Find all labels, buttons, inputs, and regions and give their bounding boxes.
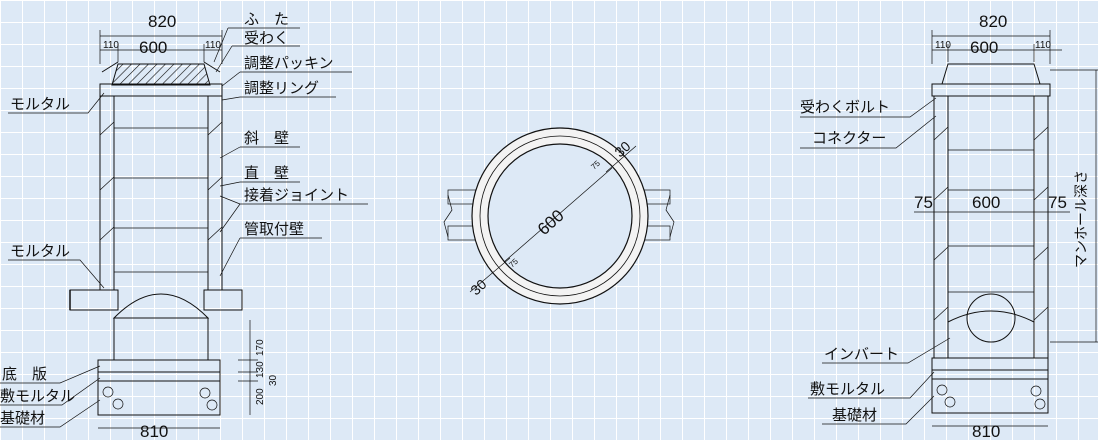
dim-170: 170	[255, 339, 266, 356]
label-futa: ふ た	[244, 10, 289, 28]
label-shiki-mortar: 敷モルタル	[0, 387, 75, 405]
right-dim-wall-left-75: 75	[914, 193, 933, 212]
label-mortar-mid: モルタル	[10, 242, 70, 260]
label-right-shiki-mortar: 敷モルタル	[810, 380, 885, 398]
right-left-wall	[933, 95, 949, 359]
right-dim-outer-820: 820	[979, 12, 1007, 31]
label-connector: コネクター	[812, 129, 886, 147]
label-ring: 調整リング	[244, 79, 319, 97]
dim-bottom-810: 810	[140, 422, 168, 441]
left-section-view: 820 600 110 110 810 170 130 30 200 ふ た 受…	[0, 10, 368, 441]
dim-edge-right-110: 110	[205, 40, 221, 51]
dim-130: 130	[255, 361, 266, 378]
right-dim-mid-600: 600	[972, 193, 1000, 212]
label-chokuheki: 直 壁	[244, 164, 289, 182]
right-dim-wall-right-75: 75	[1048, 193, 1067, 212]
label-depth: マンホール深さ	[1074, 170, 1090, 268]
right-dim-edge-left: 110	[935, 40, 951, 51]
plan-view: 600 30 75 30 75	[443, 127, 675, 305]
lid-shape	[111, 63, 211, 86]
label-right-kiso: 基礎材	[832, 406, 877, 424]
gravel-base	[97, 380, 221, 416]
right-dim-edge-right: 110	[1035, 40, 1051, 51]
right-dim-bottom-810: 810	[972, 422, 1000, 441]
dim-30: 30	[268, 374, 279, 386]
pipe-circle	[966, 293, 1016, 343]
right-section-view: 820 600 110 110 75 600 75 810 受わくボルト コネク…	[800, 12, 1098, 441]
plan-dim-30-bottom: 30	[467, 276, 489, 298]
dim-200: 200	[255, 388, 266, 405]
label-packing: 調整パッキン	[244, 54, 334, 72]
label-shaheki: 斜 壁	[244, 129, 289, 147]
inner-ring	[487, 143, 633, 289]
left-wall	[99, 95, 115, 291]
right-right-wall	[1033, 95, 1049, 359]
dim-edge-left-110: 110	[103, 40, 119, 51]
label-ukewaku: 受わく	[244, 29, 289, 47]
right-dim-inner-600: 600	[970, 38, 998, 57]
dim-inner-600: 600	[139, 38, 167, 57]
label-invert: インバート	[824, 345, 899, 363]
label-kantori: 管取付壁	[244, 220, 304, 238]
label-teiban: 底 版	[2, 365, 47, 383]
right-wall	[207, 95, 223, 291]
dim-outer-820: 820	[148, 12, 176, 31]
label-kiso: 基礎材	[0, 409, 45, 427]
label-joint: 接着ジョイント	[244, 186, 349, 204]
label-bolt: 受わくボルト	[800, 98, 890, 116]
invert-fill	[947, 310, 1035, 359]
label-mortar-top: モルタル	[10, 95, 70, 113]
